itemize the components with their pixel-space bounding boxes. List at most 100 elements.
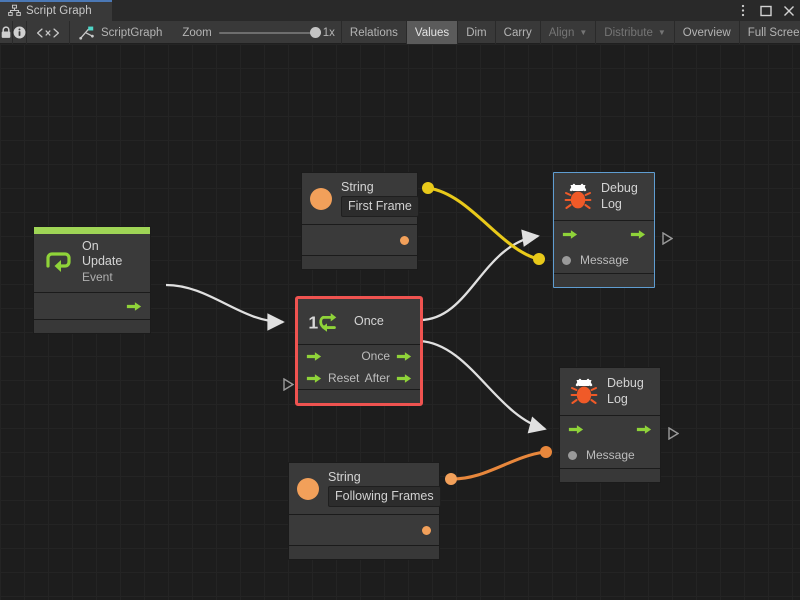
node-body — [289, 515, 439, 545]
node-footer — [289, 545, 439, 559]
port-label-message: Message — [586, 448, 635, 462]
info-button[interactable] — [13, 21, 27, 44]
string-value-field[interactable]: First Frame — [341, 196, 419, 217]
connection-layer — [165, 182, 552, 485]
code-view-button[interactable] — [27, 21, 70, 44]
flow-input-port[interactable] — [306, 351, 322, 362]
flow-output-port[interactable] — [636, 424, 652, 435]
string-output-port[interactable] — [422, 525, 431, 535]
node-title-group: Debug Log — [601, 181, 638, 212]
port-row-message[interactable]: Message — [554, 247, 654, 273]
sitemap-icon — [8, 4, 21, 16]
node-header: Debug Log — [554, 173, 654, 221]
zoom-slider-knob[interactable] — [309, 26, 321, 38]
node-on-update[interactable]: On Update Event — [33, 226, 151, 334]
port-row-flow[interactable] — [554, 221, 654, 247]
node-debug-log-1[interactable]: Debug Log Message — [553, 172, 655, 288]
graph-canvas[interactable]: On Update Event String First Frame — [0, 44, 800, 600]
wire-once-after-to-debug-log-2 — [419, 339, 547, 434]
zoom-value: 1x — [322, 26, 335, 39]
debug-log-2-external-flow-port-icon[interactable] — [668, 427, 679, 440]
toolbar-button-align[interactable]: Align ▼ — [541, 21, 597, 44]
bug-icon — [564, 183, 592, 209]
port-row-value-out[interactable] — [289, 515, 439, 545]
lock-button[interactable] — [0, 21, 13, 44]
zoom-control[interactable]: Zoom 1x — [180, 21, 342, 44]
node-title: String — [341, 180, 374, 194]
flow-output-port[interactable] — [126, 301, 142, 312]
once-counter-icon: 1 — [308, 312, 337, 332]
flow-output-port[interactable] — [630, 229, 646, 240]
close-icon[interactable] — [782, 4, 796, 18]
port-label-after: After — [364, 371, 390, 385]
node-footer — [554, 273, 654, 287]
script-graph-icon — [79, 26, 94, 40]
node-string-first-frame[interactable]: String First Frame — [301, 172, 419, 270]
wire-string-first-to-debug-log-1 — [427, 186, 539, 261]
flow-output-port-once[interactable] — [396, 351, 412, 362]
port-row-flow-out[interactable] — [34, 293, 150, 319]
toolbar-button-overview[interactable]: Overview — [675, 21, 740, 44]
node-footer — [298, 389, 420, 403]
node-body — [34, 293, 150, 319]
toolbar-button-values[interactable]: Values — [406, 21, 459, 44]
zoom-slider[interactable] — [218, 26, 321, 38]
flow-input-port[interactable] — [568, 424, 584, 435]
node-string-following-frames[interactable]: String Following Frames — [288, 462, 441, 560]
toolbar-button-carry[interactable]: Carry — [496, 21, 541, 44]
tab-label: Script Graph — [26, 4, 92, 17]
toolbar-button-distribute[interactable]: Distribute ▼ — [596, 21, 675, 44]
toolbar-button-relations[interactable]: Relations — [342, 21, 407, 44]
node-title: Once — [354, 314, 384, 328]
wire-string-following-to-debug-log-2 — [450, 450, 546, 481]
port-label-reset: Reset — [328, 371, 360, 385]
node-title-group: On Update Event — [82, 239, 140, 285]
string-output-port[interactable] — [400, 235, 409, 245]
toolbar-button-dim[interactable]: Dim — [458, 21, 496, 44]
toolbar-button-label: Overview — [682, 26, 731, 39]
graph-name-button[interactable]: ScriptGraph — [70, 21, 180, 44]
chevron-down-icon: ▼ — [657, 27, 666, 37]
node-title: String — [328, 470, 361, 484]
node-header: Debug Log — [560, 368, 660, 416]
port-row-value-out[interactable] — [302, 225, 417, 255]
node-title: Debug — [607, 376, 644, 390]
flow-output-port-after[interactable] — [396, 373, 412, 384]
node-once[interactable]: 1 Once Once — [295, 296, 423, 406]
node-title: Debug — [601, 181, 638, 195]
message-input-port[interactable] — [568, 450, 577, 460]
node-debug-log-2[interactable]: Debug Log Message — [559, 367, 661, 483]
code-brackets-icon — [36, 27, 60, 38]
toolbar-button-label: Carry — [503, 26, 532, 39]
kebab-menu-icon[interactable] — [736, 4, 750, 18]
port-row-once[interactable]: Once — [298, 345, 420, 367]
node-header: String Following Frames — [289, 463, 441, 515]
message-input-port[interactable] — [562, 255, 571, 265]
tab-bar: Script Graph — [0, 0, 800, 21]
tab-script-graph[interactable]: Script Graph — [0, 0, 112, 21]
maximize-icon[interactable] — [759, 4, 773, 18]
once-reset-external-port-icon[interactable] — [283, 378, 294, 391]
node-title-group: String First Frame — [341, 180, 419, 217]
event-accent-strip — [34, 227, 150, 234]
port-label-message: Message — [580, 253, 629, 267]
node-footer — [302, 255, 417, 269]
toolbar-button-full-screen[interactable]: Full Screen — [740, 21, 800, 44]
string-value-icon — [297, 477, 319, 500]
port-row-message[interactable]: Message — [560, 442, 660, 468]
port-row-reset-after[interactable]: Reset After — [298, 367, 420, 389]
wire-endpoint-dot — [540, 446, 552, 458]
node-subtitle: Log — [601, 197, 622, 211]
string-value-field[interactable]: Following Frames — [328, 486, 441, 507]
debug-log-1-external-flow-port-icon[interactable] — [662, 232, 673, 245]
node-subtitle: Log — [607, 392, 628, 406]
wire-on-update-to-once — [165, 283, 285, 331]
flow-input-port-reset[interactable] — [306, 373, 322, 384]
flow-input-port[interactable] — [562, 229, 578, 240]
port-row-flow[interactable] — [560, 416, 660, 442]
toolbar-button-label: Distribute — [604, 26, 653, 39]
wire-once-to-debug-log-1 — [419, 229, 540, 322]
bug-icon — [570, 378, 598, 404]
node-header: 1 Once — [298, 299, 420, 345]
